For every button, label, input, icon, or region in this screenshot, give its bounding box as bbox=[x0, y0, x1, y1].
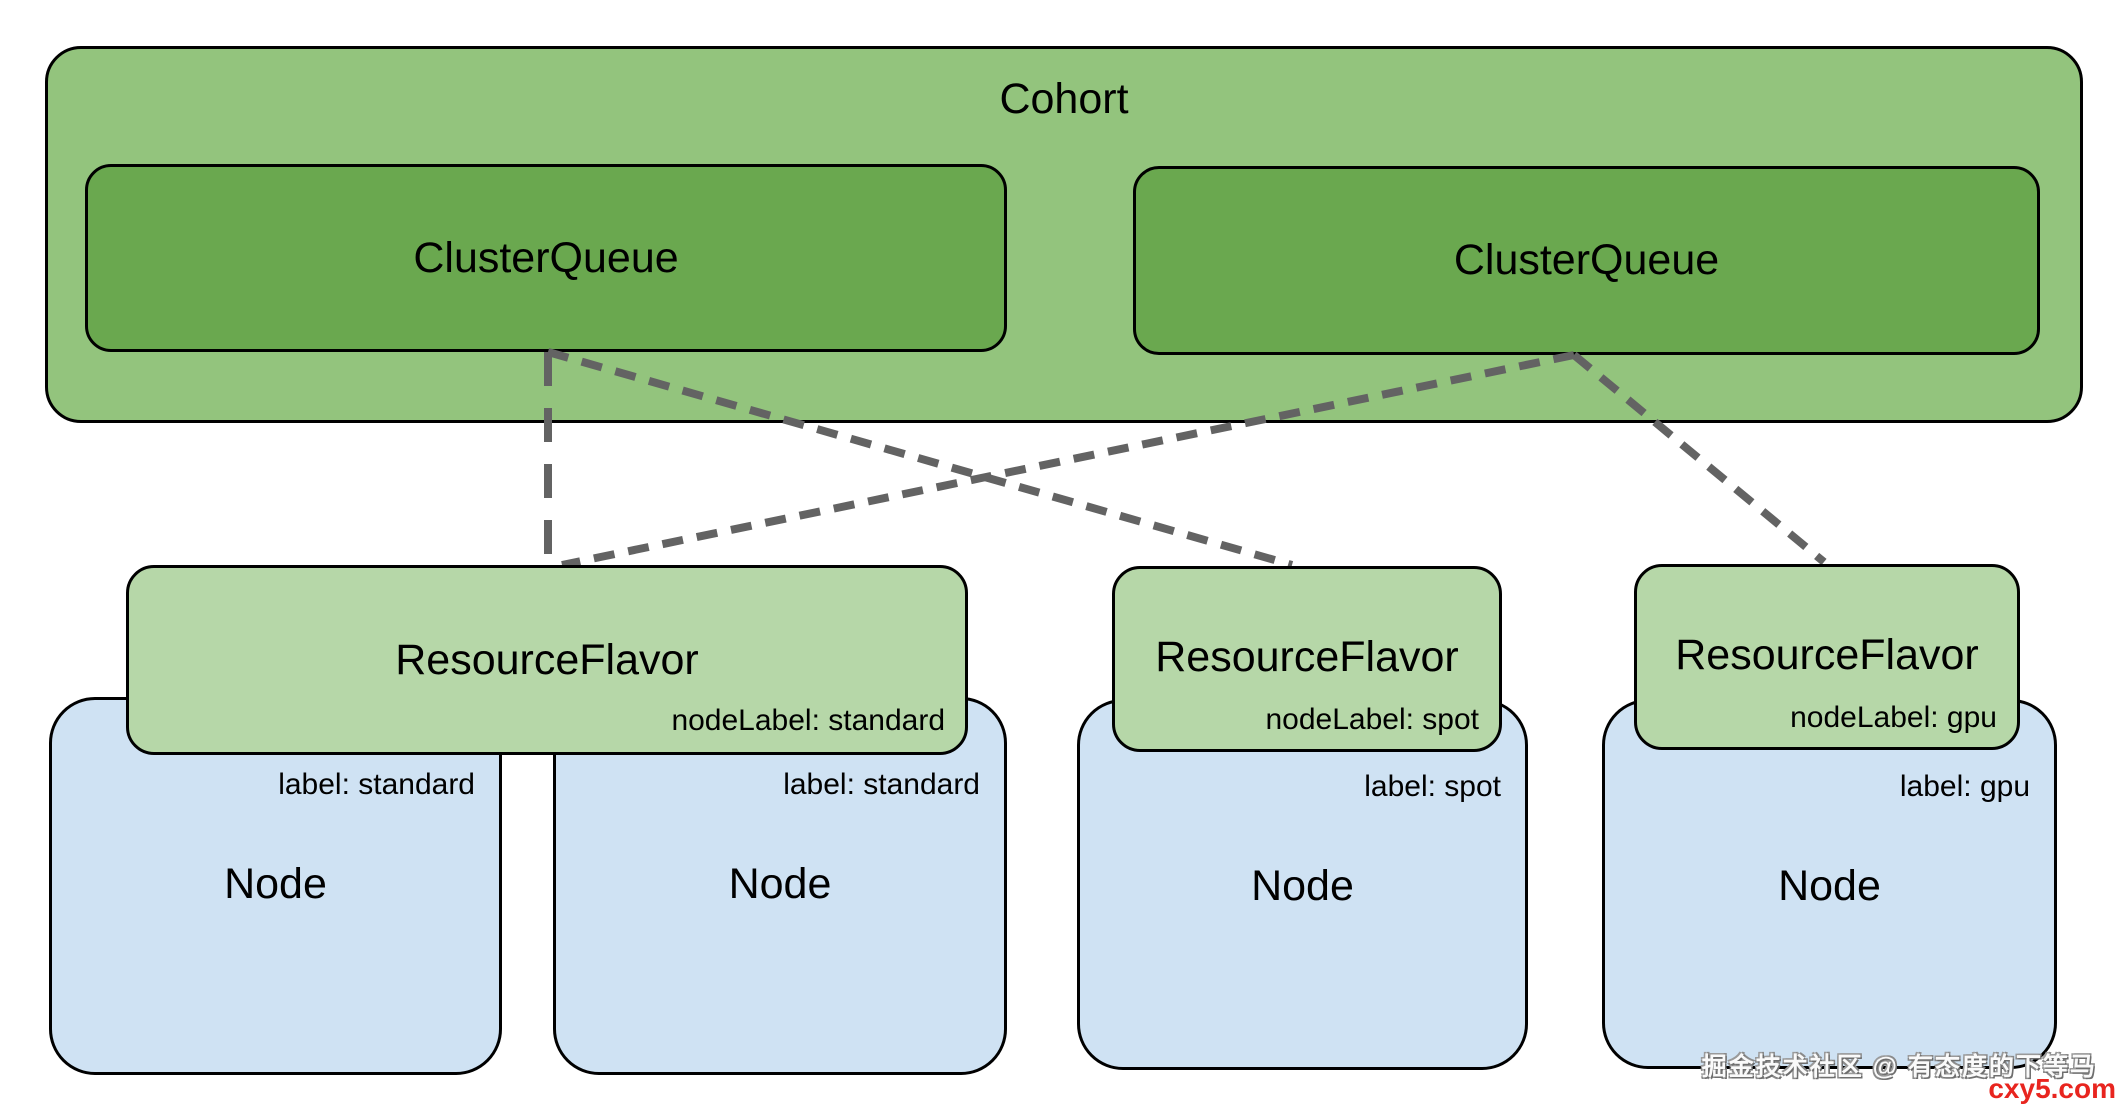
watermark-site-link: cxy5.com bbox=[1988, 1073, 2116, 1104]
node-label-3: Node bbox=[1251, 862, 1354, 910]
resource-flavor-label-1: ResourceFlavor bbox=[395, 636, 699, 684]
resource-flavor-label-3: ResourceFlavor bbox=[1675, 631, 1979, 679]
node-tag-standard-2: label: standard bbox=[783, 768, 980, 801]
node-box-spot: label: spot Node bbox=[1077, 699, 1528, 1070]
watermark-community-text: 掘金技术社区 @ 有态度的下等马 bbox=[1701, 1053, 2097, 1081]
resource-flavor-label-2: ResourceFlavor bbox=[1155, 633, 1459, 681]
cluster-queue-label-2: ClusterQueue bbox=[1453, 236, 1720, 284]
node-label-4: Node bbox=[1778, 862, 1881, 910]
resource-flavor-box-spot: ResourceFlavor nodeLabel: spot bbox=[1112, 566, 1502, 752]
resource-flavor-box-gpu: ResourceFlavor nodeLabel: gpu bbox=[1634, 564, 2020, 750]
cluster-queue-box-2: ClusterQueue bbox=[1133, 166, 2040, 355]
node-box-gpu: label: gpu Node bbox=[1602, 699, 2057, 1069]
node-box-standard-2: label: standard Node bbox=[553, 697, 1007, 1075]
cohort-label: Cohort bbox=[999, 75, 1129, 123]
node-tag-gpu: label: gpu bbox=[1899, 770, 2030, 803]
node-box-standard-1: label: standard Node bbox=[49, 697, 502, 1075]
resource-flavor-node-label-spot: nodeLabel: spot bbox=[1265, 703, 1479, 736]
cluster-queue-box-1: ClusterQueue bbox=[85, 164, 1007, 352]
resource-flavor-node-label-gpu: nodeLabel: gpu bbox=[1790, 701, 1997, 734]
cluster-queue-label-1: ClusterQueue bbox=[413, 233, 679, 282]
node-tag-standard-1: label: standard bbox=[278, 768, 475, 801]
resource-flavor-box-standard: ResourceFlavor nodeLabel: standard bbox=[126, 565, 968, 755]
resource-flavor-node-label-standard: nodeLabel: standard bbox=[671, 704, 945, 737]
node-label-2: Node bbox=[728, 860, 832, 908]
node-label-1: Node bbox=[224, 860, 327, 908]
node-tag-spot: label: spot bbox=[1364, 770, 1501, 803]
